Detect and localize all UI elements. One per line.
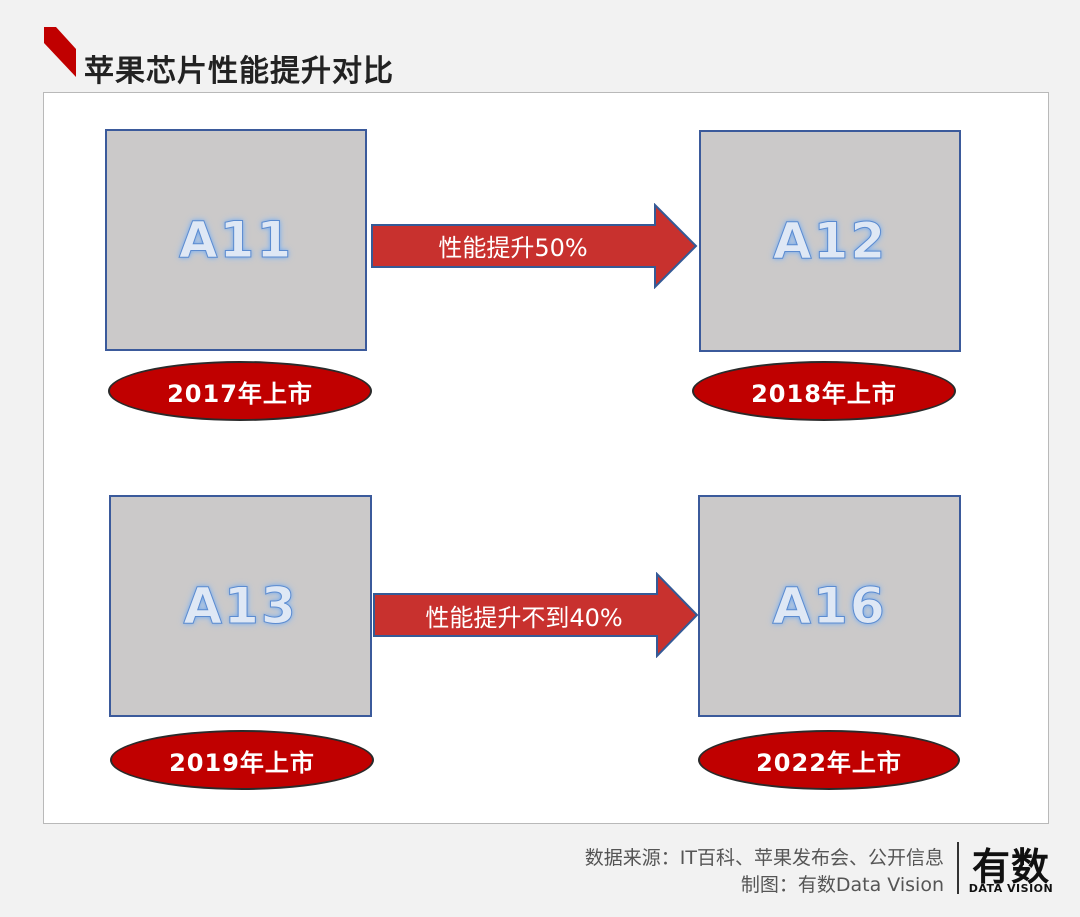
chip-box-a12: A12	[699, 130, 961, 352]
title-marker-icon	[44, 27, 76, 77]
release-badge-a13: 2019年上市	[110, 730, 374, 790]
brand-logo-subtitle: DATA VISION	[968, 882, 1054, 895]
source-note: 数据来源：IT百科、苹果发布会、公开信息	[584, 847, 944, 869]
release-badge-a11: 2017年上市	[108, 361, 372, 421]
chip-label-a13: A13	[183, 577, 298, 636]
release-badge-a12: 2018年上市	[692, 361, 956, 421]
arrow-label-a11-a12: 性能提升50%	[438, 233, 588, 262]
footer-text: 数据来源：IT百科、苹果发布会、公开信息 制图：有数Data Vision	[585, 845, 944, 899]
chip-label-a16: A16	[772, 577, 887, 636]
release-badge-a16: 2022年上市	[698, 730, 960, 790]
release-label-a11: 2017年上市	[167, 379, 313, 408]
chip-box-a13: A13	[109, 495, 372, 717]
release-label-a12: 2018年上市	[751, 379, 897, 408]
chip-box-a11: A11	[105, 129, 367, 351]
arrow-a11-a12	[371, 203, 698, 289]
chip-label-a11: A11	[178, 211, 294, 270]
chip-box-a16: A16	[698, 495, 961, 717]
page-title: 苹果芯片性能提升对比	[84, 54, 394, 89]
logo-divider	[957, 842, 959, 894]
chip-label-a12: A12	[772, 212, 888, 271]
credit-note: 制图：有数Data Vision	[740, 874, 944, 896]
arrow-label-a13-a16: 性能提升不到40%	[425, 603, 623, 632]
release-label-a16: 2022年上市	[756, 748, 902, 777]
brand-logo: 有数	[971, 845, 1050, 889]
arrow-a13-a16	[373, 572, 699, 658]
release-label-a13: 2019年上市	[169, 748, 315, 777]
